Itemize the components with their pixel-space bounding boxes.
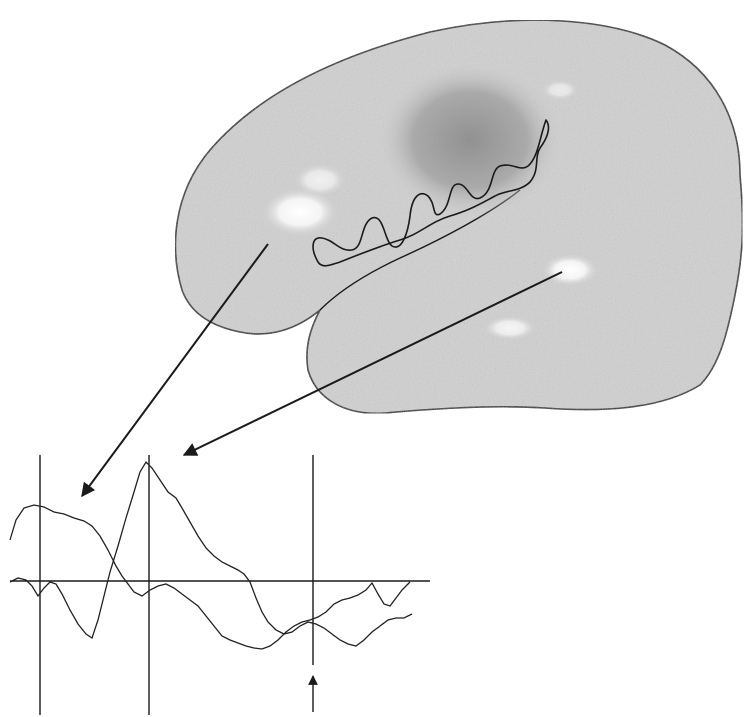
brain-surface	[175, 20, 742, 413]
trace-a	[10, 505, 410, 649]
arrow-left-to-trace	[82, 244, 268, 496]
hotspot-left	[294, 164, 346, 196]
trace-b	[10, 462, 412, 646]
waveform-panel	[10, 455, 430, 715]
activation-region	[375, 60, 565, 220]
hotspot-lower	[484, 316, 536, 340]
hotspot-right	[542, 254, 598, 286]
hotspot-top	[542, 80, 578, 100]
